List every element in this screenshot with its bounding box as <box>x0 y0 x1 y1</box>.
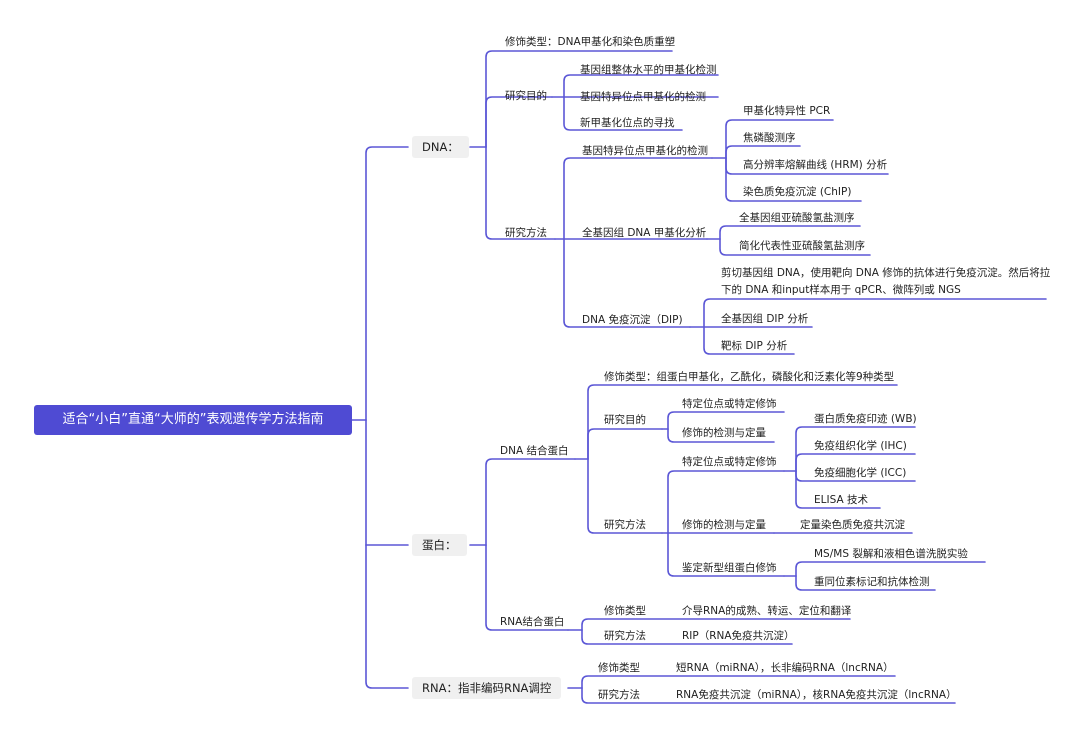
dna-specific-item[interactable]: 焦磷酸测序 <box>743 132 796 144</box>
dna-mod-type[interactable]: 修饰类型：DNA甲基化和染色质重塑 <box>505 36 676 48</box>
dna-specific-item[interactable]: 染色质免疫沉淀 (ChIP) <box>743 186 852 198</box>
protein-novel-item[interactable]: MS/MS 裂解和液相色谱洗脱实验 <box>814 548 968 560</box>
dip-desc-line: 下的 DNA 和input样本用于 qPCR、微阵列或 NGS <box>721 284 961 296</box>
protein-site-item[interactable]: 免疫细胞化学 (ICC) <box>814 467 907 479</box>
protein-purpose[interactable]: 研究目的 <box>604 414 646 426</box>
dna-method-specific[interactable]: 基因特异位点甲基化的检测 <box>582 145 708 157</box>
protein-novel-item[interactable]: 重同位素标记和抗体检测 <box>814 576 930 588</box>
protein-site-item[interactable]: 免疫组织化学 (IHC) <box>814 440 907 452</box>
protein-methods[interactable]: 研究方法 <box>604 519 646 531</box>
protein-purpose-item[interactable]: 修饰的检测与定量 <box>682 427 766 439</box>
topic-rna[interactable]: RNA：指非编码RNA调控 <box>412 677 562 699</box>
dna-purpose-item[interactable]: 基因组整体水平的甲基化检测 <box>580 64 717 76</box>
rna-mod-value[interactable]: 短RNA（miRNA），长非编码RNA（lncRNA） <box>676 662 894 674</box>
rna-method-label[interactable]: 研究方法 <box>598 689 640 701</box>
dna-method-dip[interactable]: DNA 免疫沉淀（DIP) <box>582 314 683 326</box>
rna-method-value[interactable]: RNA免疫共沉淀（miRNA），核RNA免疫共沉淀（lncRNA） <box>676 689 957 701</box>
dna-purpose-item[interactable]: 基因特异位点甲基化的检测 <box>580 91 706 103</box>
dna-genome-item[interactable]: 简化代表性亚硫酸氢盐测序 <box>739 240 865 252</box>
dna-dip-description[interactable]: 剪切基因组 DNA，使用靶向 DNA 修饰的抗体进行免疫沉淀。然后将拉 下的 D… <box>721 265 1050 299</box>
protein-detect-item[interactable]: 定量染色质免疫共沉淀 <box>800 519 905 531</box>
dna-purpose[interactable]: 研究目的 <box>505 90 547 102</box>
dna-genome-item[interactable]: 全基因组亚硫酸氢盐测序 <box>739 212 855 224</box>
root-topic[interactable]: 适合“小白”直通“大师的”表观遗传学方法指南 <box>34 405 352 435</box>
dna-dip-item[interactable]: 全基因组 DIP 分析 <box>721 313 809 325</box>
protein-mod-type[interactable]: 修饰类型：组蛋白甲基化，乙酰化，磷酸化和泛素化等9种类型 <box>604 371 895 383</box>
dna-purpose-item[interactable]: 新甲基化位点的寻找 <box>580 117 675 129</box>
rna-binding-mod-value[interactable]: 介导RNA的成熟、转运、定位和翻译 <box>682 605 852 617</box>
protein-site-item[interactable]: 蛋白质免疫印迹 (WB) <box>814 413 917 425</box>
dna-method-genome[interactable]: 全基因组 DNA 甲基化分析 <box>582 227 707 239</box>
protein-dna-binding[interactable]: DNA 结合蛋白 <box>500 445 569 457</box>
dna-specific-item[interactable]: 高分辨率熔解曲线 (HRM) 分析 <box>743 159 888 171</box>
protein-method-site[interactable]: 特定位点或特定修饰 <box>682 456 777 468</box>
rna-binding-method-value[interactable]: RIP（RNA免疫共沉淀） <box>682 630 795 642</box>
protein-method-detect[interactable]: 修饰的检测与定量 <box>682 519 766 531</box>
rna-mod-label[interactable]: 修饰类型 <box>598 662 640 674</box>
protein-method-novel[interactable]: 鉴定新型组蛋白修饰 <box>682 562 777 574</box>
protein-site-item[interactable]: ELISA 技术 <box>814 494 868 506</box>
protein-purpose-item[interactable]: 特定位点或特定修饰 <box>682 398 777 410</box>
dna-methods[interactable]: 研究方法 <box>505 227 547 239</box>
dip-desc-line: 剪切基因组 DNA，使用靶向 DNA 修饰的抗体进行免疫沉淀。然后将拉 <box>721 267 1051 279</box>
topic-dna[interactable]: DNA： <box>412 136 469 158</box>
rna-binding-method-label[interactable]: 研究方法 <box>604 630 646 642</box>
topic-protein[interactable]: 蛋白： <box>412 534 467 556</box>
rna-binding-mod-label[interactable]: 修饰类型 <box>604 605 646 617</box>
dna-dip-item[interactable]: 靶标 DIP 分析 <box>721 340 788 352</box>
dna-specific-item[interactable]: 甲基化特异性 PCR <box>743 105 831 117</box>
protein-rna-binding[interactable]: RNA结合蛋白 <box>500 616 565 628</box>
